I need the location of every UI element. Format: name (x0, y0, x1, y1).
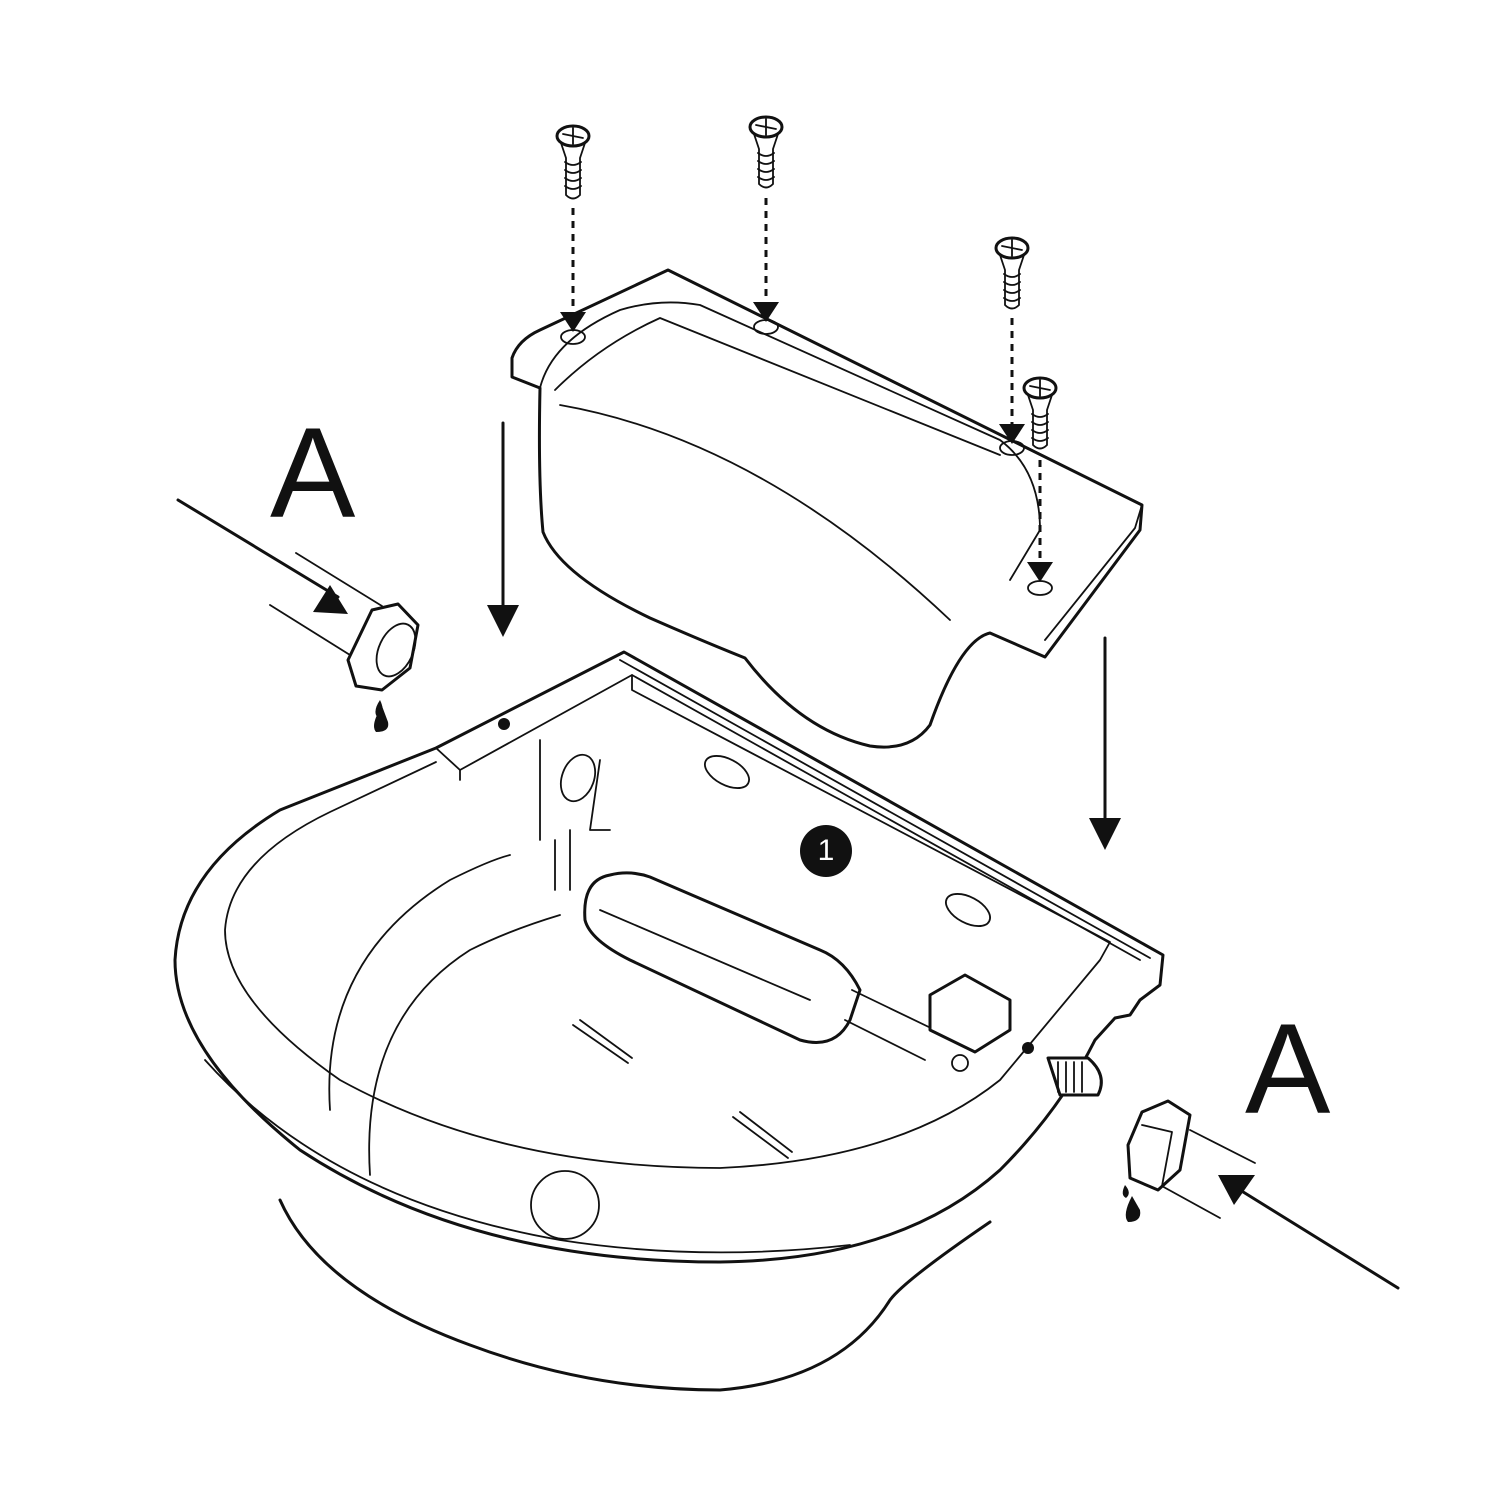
screw-icon (555, 124, 591, 200)
hose-fitting-right (1122, 1099, 1400, 1290)
connection-label-right: A (1245, 998, 1331, 1141)
screw-icon (994, 236, 1030, 310)
screw-icon (748, 115, 784, 189)
bowl (173, 650, 1165, 1392)
screw-icon (1022, 376, 1058, 450)
placement-arrow-right (1089, 636, 1121, 850)
step-number-badge: 1 (800, 825, 852, 877)
hose-fitting-left (176, 498, 420, 732)
placement-arrow-left (487, 421, 519, 637)
screw-guide-arrows (560, 198, 1053, 582)
cover-lid (510, 268, 1144, 749)
connection-label-left: A (270, 402, 356, 545)
